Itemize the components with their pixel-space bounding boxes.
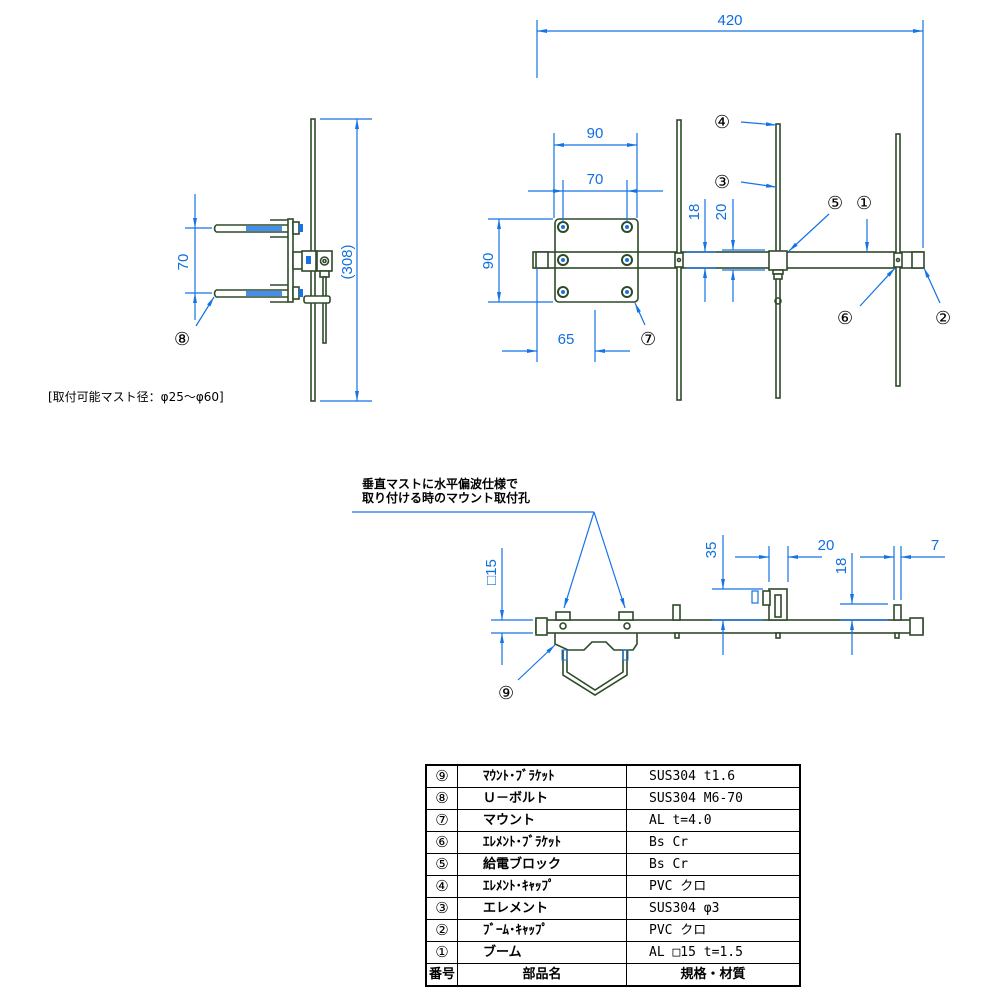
part-spec: SUS304 t1.6 xyxy=(626,764,801,788)
part-name: ｴﾚﾒﾝﾄ･ﾌﾞﾗｹｯﾄ xyxy=(457,831,627,854)
top-view: 420 90 70 90 xyxy=(480,12,951,401)
dim-mount-height: 90 xyxy=(480,218,553,303)
top-boom-cap-right xyxy=(911,251,925,269)
part-number: ① xyxy=(425,941,458,964)
top-boom-cap-left xyxy=(535,251,549,269)
side-view: (308) 70 ⑧ [取付可能マスト径：φ25～φ60] xyxy=(48,118,372,404)
dim-mount-offset: 65 xyxy=(502,268,630,362)
part-name: エレメント xyxy=(457,897,627,920)
dim-boom-square: □15 xyxy=(483,548,533,665)
callout-5: ⑤ xyxy=(827,193,843,214)
callout-8: ⑧ xyxy=(174,329,190,350)
dim-side-height: (308) xyxy=(320,118,372,402)
dim-text-90-height: 90 xyxy=(480,253,497,270)
dim-text-18-front: 18 xyxy=(833,558,850,575)
dim-text-7: 7 xyxy=(931,537,939,554)
callout-2: ② xyxy=(935,308,951,329)
dim-18-front: 18 xyxy=(833,553,888,655)
dim-boom-18: 18 xyxy=(686,199,716,302)
part-spec: AL t=4.0 xyxy=(626,809,801,832)
part-number: ⑨ xyxy=(425,764,458,788)
front-mount-bracket xyxy=(554,633,638,651)
parts-table-header: 番号部品名規格・材質 xyxy=(425,963,801,987)
dim-overall-length: 420 xyxy=(536,12,924,248)
part-name: ﾌﾞｰﾑ･ｷｬｯﾌﾟ xyxy=(457,919,627,942)
side-element-bracket xyxy=(303,295,331,304)
dim-text-90-width: 90 xyxy=(587,125,604,142)
callout-6: ⑥ xyxy=(837,308,853,329)
callout-7: ⑦ xyxy=(640,329,656,350)
part-spec: AL □15 t=1.5 xyxy=(626,941,801,964)
top-mount-plate xyxy=(554,218,639,303)
dim-20: 20 xyxy=(735,537,834,582)
top-feed-block xyxy=(768,250,788,271)
header-number: 番号 xyxy=(425,963,458,987)
part-number: ⑧ xyxy=(425,787,458,810)
dim-text-20-top: 20 xyxy=(713,204,730,221)
dim-text-70-side: 70 xyxy=(175,254,192,271)
part-name: ﾏｳﾝﾄ･ﾌﾞﾗｹｯﾄ xyxy=(457,764,627,788)
dim-bracket-20: 20 xyxy=(713,199,765,302)
part-spec: PVC クロ xyxy=(626,875,801,898)
callout-1: ① xyxy=(856,193,872,214)
mast-diameter-note: [取付可能マスト径：φ25～φ60] xyxy=(48,390,224,404)
part-spec: SUS304 M6-70 xyxy=(626,787,801,810)
part-spec: Bs Cr xyxy=(626,853,801,876)
dim-text-15: □15 xyxy=(483,559,500,585)
dim-mount-width: 90 xyxy=(553,125,638,218)
dim-text-308: (308) xyxy=(339,244,356,279)
side-feed-block xyxy=(316,250,333,272)
part-spec: PVC クロ xyxy=(626,919,801,942)
part-number: ② xyxy=(425,919,458,942)
dim-text-35: 35 xyxy=(703,542,720,559)
dim-7: 7 xyxy=(860,537,945,600)
dim-35: 35 xyxy=(703,535,763,655)
callout-9: ⑨ xyxy=(498,683,514,704)
part-number: ④ xyxy=(425,875,458,898)
part-number: ⑤ xyxy=(425,853,458,876)
part-number: ⑦ xyxy=(425,809,458,832)
part-number: ③ xyxy=(425,897,458,920)
part-spec: Bs Cr xyxy=(626,831,801,854)
part-name: Ｕ－ボルト xyxy=(457,787,627,810)
dim-text-20-front: 20 xyxy=(818,537,835,554)
mount-hole-note-line1: 垂直マストに水平偏波仕様で xyxy=(362,476,518,491)
side-ubolt-upper xyxy=(213,219,303,238)
part-name: ｴﾚﾒﾝﾄ･ｷｬｯﾌﾟ xyxy=(457,875,627,898)
part-spec: SUS304 φ3 xyxy=(626,897,801,920)
part-name: マウント xyxy=(457,809,627,832)
mount-hole-note-line2: 取り付ける時のマウント取付孔 xyxy=(362,490,530,505)
dim-hole-spacing: 70 xyxy=(528,171,663,222)
callout-3: ③ xyxy=(714,172,730,193)
callout-4: ④ xyxy=(714,112,730,133)
header-name: 部品名 xyxy=(457,963,627,987)
dim-text-18-top: 18 xyxy=(686,204,703,221)
dim-text-420: 420 xyxy=(717,12,742,29)
dim-ubolt-spacing: 70 xyxy=(175,194,212,320)
dim-text-70-top: 70 xyxy=(587,171,604,188)
front-boom xyxy=(535,619,924,634)
front-view: 垂直マストに水平偏波仕様で 取り付ける時のマウント取付孔 xyxy=(352,476,945,704)
side-ubolt-lower xyxy=(213,284,303,303)
dim-text-65: 65 xyxy=(558,331,575,348)
part-name: ブーム xyxy=(457,941,627,964)
part-name: 給電ブロック xyxy=(457,853,627,876)
part-number: ⑥ xyxy=(425,831,458,854)
top-boom xyxy=(532,251,924,269)
header-spec: 規格・材質 xyxy=(626,963,801,987)
mount-bolts xyxy=(557,221,633,298)
